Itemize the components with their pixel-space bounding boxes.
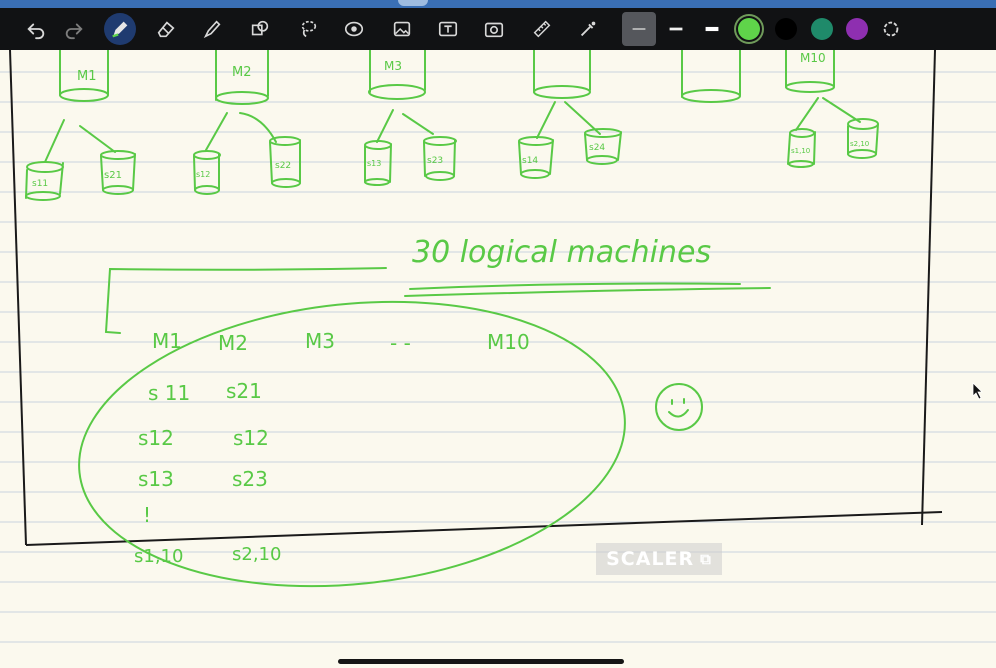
ruler-tool-button[interactable] [526,13,558,45]
grouping-ellipse [78,300,626,588]
stroke-width-thick-button[interactable] [696,13,728,45]
shard-label-s11: s11 [32,179,48,189]
notebook-canvas[interactable]: M1 M2 M3 M10 s11 s21 s12 s22 s13 s23 s14… [0,50,996,668]
eraser-icon [157,21,175,38]
table-cell-s23: s23 [232,467,268,491]
medium-line-icon [669,27,683,31]
color-wheel-icon [883,21,899,37]
home-indicator[interactable] [338,659,624,664]
shard-label-s210: s2,10 [850,140,869,148]
stroke-width-thin-button[interactable] [622,12,656,46]
highlighter-icon [203,20,221,39]
watermark-text: SCALER [606,548,695,570]
table-cell-s11: s 11 [148,381,190,405]
stroke-width-medium-button[interactable] [660,13,692,45]
shard-label-s14: s14 [522,156,538,166]
shard-label-s22: s22 [275,161,291,171]
camera-icon [484,22,504,38]
lasso-icon [301,20,317,38]
shard-label-s23: s23 [427,156,443,166]
table-cell-s21: s21 [226,379,262,403]
machine-label-3: M3 [384,59,402,73]
highlighter-tool-button[interactable] [196,13,228,45]
camera-tool-button[interactable] [478,13,510,45]
color-swatch-purple[interactable] [846,18,868,40]
heading-30-logical-machines: 30 logical machines [412,235,711,270]
shard-cylinders [25,118,879,201]
textbox-tool-button[interactable] [432,13,464,45]
pen-tool-button[interactable] [104,13,136,45]
handwritten-labels: M1 M2 M3 M10 s11 s21 s12 s22 s13 s23 s14… [32,51,869,567]
green-ink-drawing [25,50,879,588]
table-cell-s22: s12 [233,426,269,450]
table-cell-s12: s12 [138,426,174,450]
thin-line-icon [632,28,646,30]
shard-label-s24: s24 [589,143,605,153]
redo-icon [65,23,83,40]
textbox-icon [438,21,458,37]
black-frame [9,50,943,546]
color-swatch-teal[interactable] [811,18,833,40]
sticker-icon [344,21,364,37]
machine-label-1: M1 [77,69,97,84]
mouse-pointer-icon [972,382,983,400]
eraser-tool-button[interactable] [150,13,182,45]
status-knob [398,0,428,6]
table-cell-vertical-ellipsis: ! [143,503,151,527]
table-cell-s210: s2,10 [232,544,281,565]
color-swatch-green[interactable] [738,18,760,40]
replication-arrows [44,97,861,163]
smiley-face [655,383,703,431]
thick-line-icon [705,26,719,32]
undo-icon [27,23,45,40]
redo-button[interactable] [58,13,90,45]
pen-icon [112,21,128,38]
shapes-tool-button[interactable] [244,13,276,45]
color-swatch-black[interactable] [775,18,797,40]
table-cell-s110: s1,10 [134,546,183,567]
heading-underline [404,282,771,297]
color-picker-button[interactable] [875,13,907,45]
laser-pointer-tool-button[interactable] [572,13,604,45]
shard-label-s110: s1,10 [791,147,810,155]
bracket-pointer [104,267,387,334]
table-header-dots: - - [390,331,411,355]
table-header-m1: M1 [152,329,182,353]
undo-button[interactable] [20,13,52,45]
table-header-m2: M2 [218,331,248,355]
image-icon [393,21,411,37]
sticker-tool-button[interactable] [338,13,370,45]
arrow-box-icon: ⧉ [700,550,712,568]
table-cell-s13: s13 [138,467,174,491]
status-strip [0,0,996,8]
image-tool-button[interactable] [386,13,418,45]
lasso-tool-button[interactable] [292,13,324,45]
table-header-m10: M10 [487,330,530,354]
machine-label-10: M10 [800,51,826,65]
laser-pointer-icon [580,21,596,37]
table-header-m3: M3 [305,329,335,353]
machine-label-2: M2 [232,65,252,80]
ruled-lines [0,71,996,643]
drawing-toolbar [0,8,996,50]
ruler-icon [533,20,551,38]
scaler-watermark: SCALER ⧉ [596,543,722,575]
shard-label-s21: s21 [104,170,122,181]
shard-label-s13: s13 [367,159,381,168]
machine-cylinders [59,50,835,105]
shapes-icon [251,20,269,36]
shard-label-s12: s12 [196,170,210,179]
